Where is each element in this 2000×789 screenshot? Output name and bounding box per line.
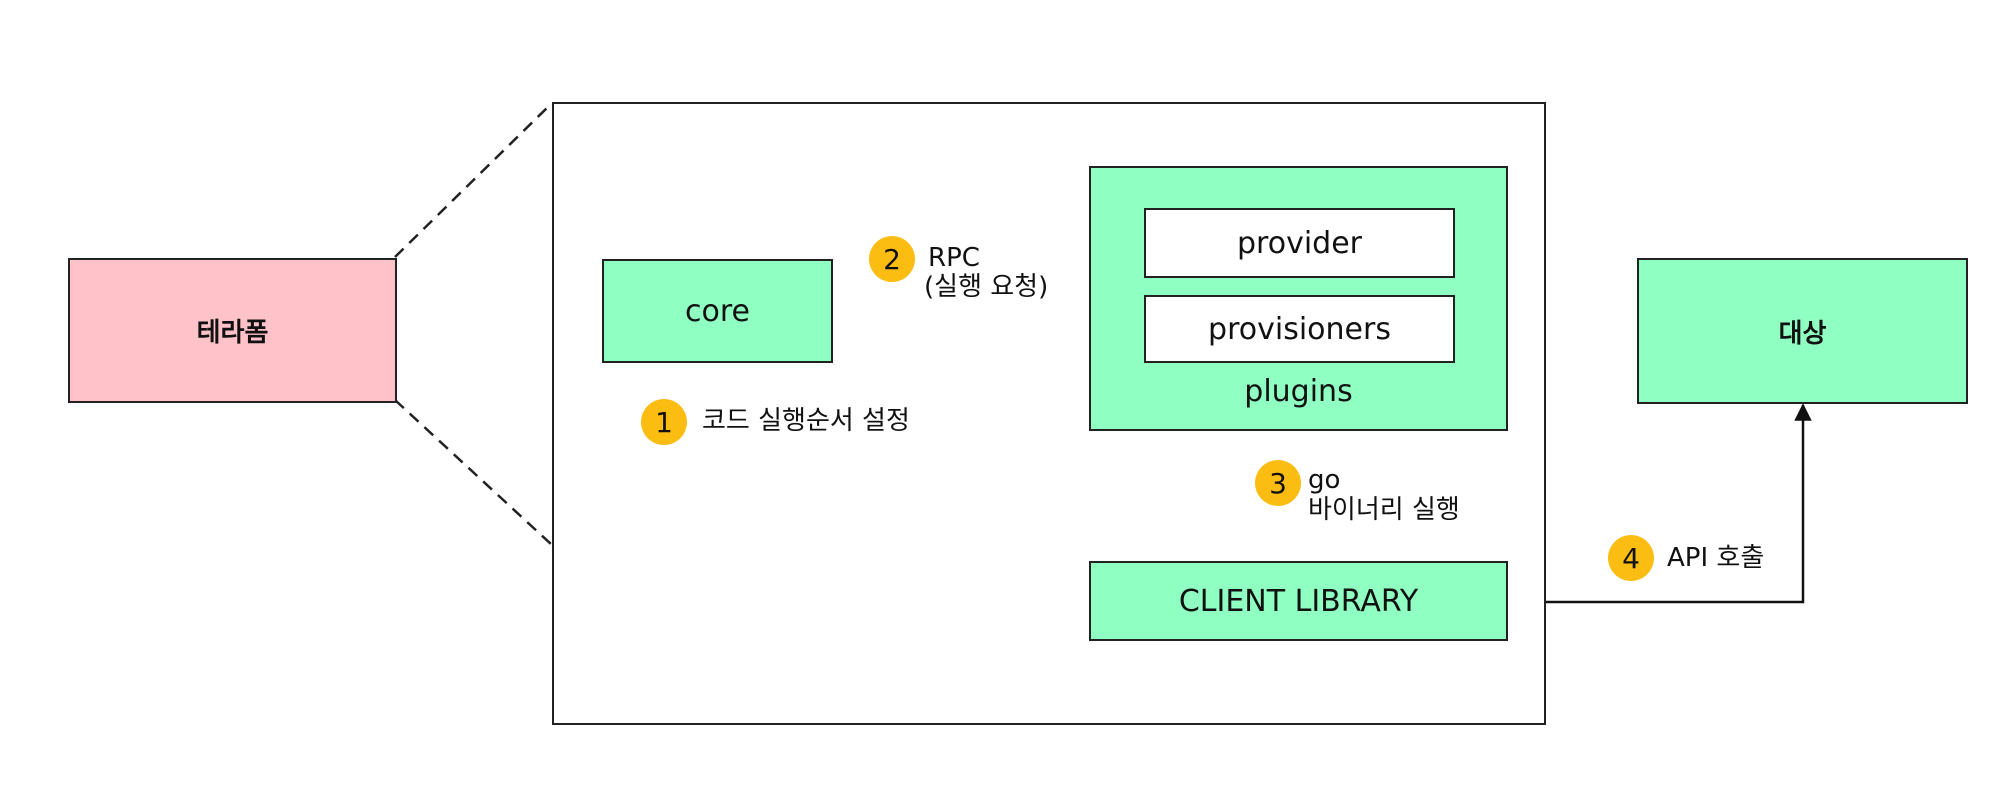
step-2-label-line1: RPC [928,243,980,273]
zoom-line-top [394,102,553,258]
step-2-badge: 2 [869,236,915,282]
client-library-box: CLIENT LIBRARY [1089,561,1508,641]
client-library-label: CLIENT LIBRARY [1178,583,1419,619]
step-3-label-line2: 바이너리 실행 [1308,495,1460,525]
step-2-label-line2: (실행 요청) [924,272,1049,302]
core-label: core [685,293,750,329]
step-1-label: 코드 실행순서 설정 [702,406,910,436]
terraform-box: 테라폼 [68,258,397,403]
provisioners-label: provisioners [1208,311,1391,347]
plugins-label: plugins [1244,374,1353,409]
core-box: core [602,259,833,363]
provider-label: provider [1237,225,1362,261]
step-4-label: API 호출 [1667,543,1765,573]
target-box: 대상 [1637,258,1968,404]
api-call-arrow [1505,403,1812,611]
step-1-badge: 1 [641,399,687,445]
zoom-line-bottom [394,399,553,546]
target-label: 대상 [1778,318,1827,349]
plugins-box: provider provisioners plugins [1089,166,1508,431]
terraform-label: 테라폼 [196,318,269,348]
step-3-badge: 3 [1255,460,1301,506]
step-3-label-line1: go [1308,465,1341,495]
provider-box: provider [1144,208,1455,278]
step-4-badge: 4 [1608,535,1654,581]
provisioners-box: provisioners [1144,295,1455,363]
